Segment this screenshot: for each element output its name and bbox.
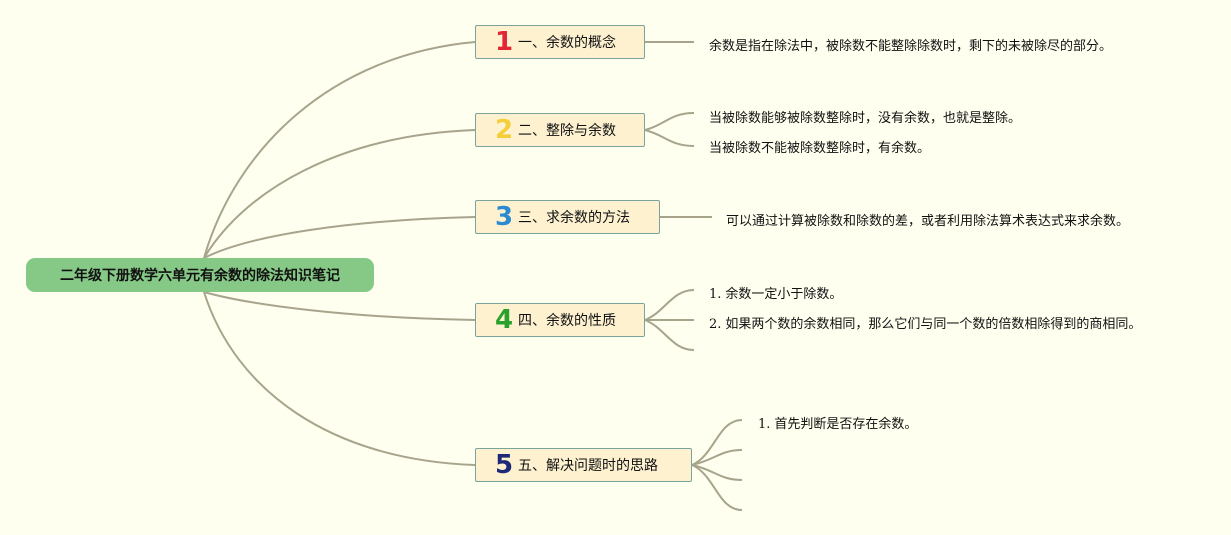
branch-2[interactable]: 2 二、整除与余数: [475, 113, 645, 147]
root-topic[interactable]: 二年级下册数学六单元有余数的除法知识笔记: [26, 258, 374, 292]
branch-2-connector-1: [644, 112, 695, 131]
root-to-branch-5: [203, 291, 476, 466]
number-2-icon: 2: [494, 115, 514, 145]
branch-4-leaf-1[interactable]: 1.余数一定小于除数。: [709, 287, 843, 302]
number-1-icon: 1: [494, 27, 514, 57]
number-4-icon: 4: [494, 305, 514, 335]
branch-5-label: 五、解决问题时的思路: [518, 458, 658, 474]
root-topic-label: 二年级下册数学六单元有余数的除法知识笔记: [60, 268, 340, 284]
branch-4-connector-1: [644, 289, 695, 321]
root-to-branch-2: [203, 129, 476, 259]
branch-3-leaf-1[interactable]: 可以通过计算被除数和除数的差，或者利用除法算术表达式来求余数。: [726, 214, 1130, 229]
branch-2-connector-2: [644, 129, 695, 147]
branch-3-label: 三、求余数的方法: [518, 210, 630, 226]
branch-1-label: 一、余数的概念: [518, 35, 616, 51]
branch-2-leaf-2[interactable]: 当被除数不能被除数整除时，有余数。: [709, 141, 931, 156]
number-3-icon: 3: [494, 202, 514, 232]
branch-5-connector-3: [691, 464, 743, 481]
branch-4-leaf-2[interactable]: 2.如果两个数的余数相同，那么它们与同一个数的倍数相除得到的商相同。: [709, 317, 1142, 332]
branch-5-connector-4: [691, 464, 743, 511]
branch-4[interactable]: 4 四、余数的性质: [475, 303, 645, 337]
number-5-icon: 5: [494, 450, 514, 480]
branch-5-leaf-1[interactable]: 1.首先判断是否存在余数。: [758, 417, 918, 432]
branch-5[interactable]: 5 五、解决问题时的思路: [475, 448, 692, 482]
branch-5-connector-1: [691, 419, 743, 466]
branch-5-connector-2: [691, 449, 743, 466]
branch-1-leaf-1[interactable]: 余数是指在除法中，被除数不能整除除数时，剩下的未被除尽的部分。: [709, 39, 1113, 54]
root-to-branch-3: [203, 216, 476, 259]
root-to-branch-4: [203, 291, 476, 321]
branch-1[interactable]: 1 一、余数的概念: [475, 25, 645, 59]
branch-2-label: 二、整除与余数: [518, 123, 616, 139]
branch-4-label: 四、余数的性质: [518, 313, 616, 329]
branch-4-connector-3: [644, 319, 695, 351]
root-to-branch-1: [203, 41, 476, 259]
branch-2-leaf-1[interactable]: 当被除数能够被除数整除时，没有余数，也就是整除。: [709, 111, 1022, 126]
branch-3[interactable]: 3 三、求余数的方法: [475, 200, 660, 234]
